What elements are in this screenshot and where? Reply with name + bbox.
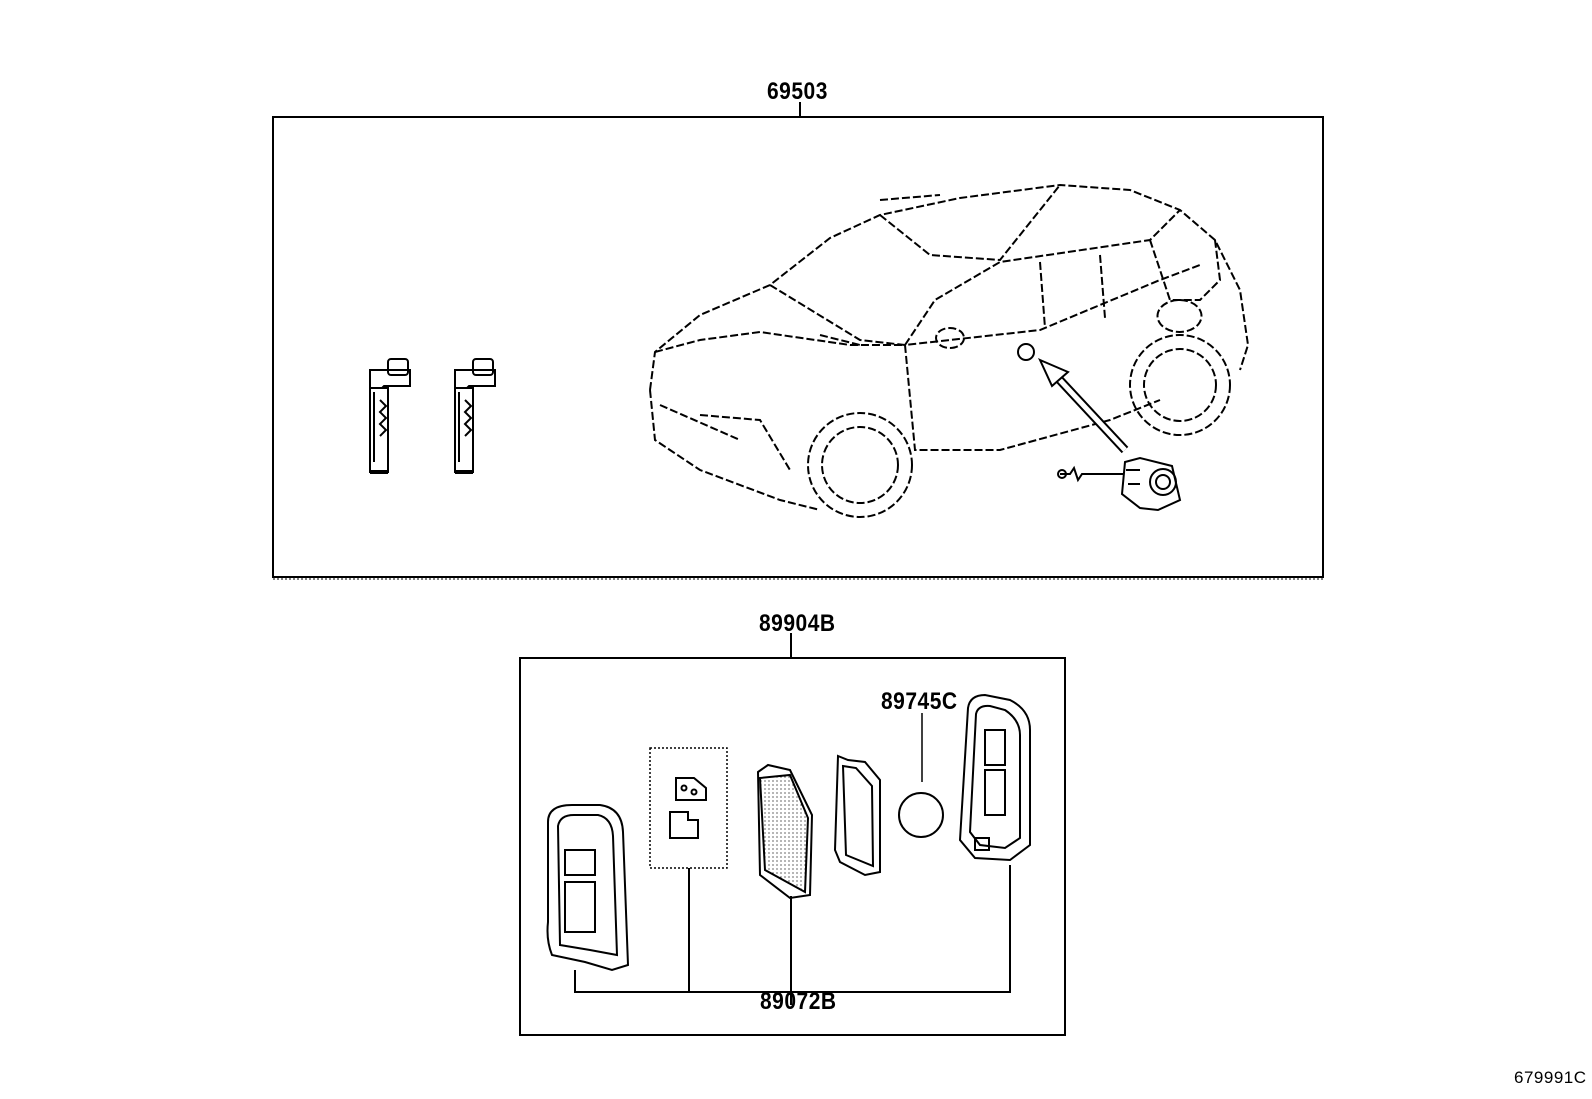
figure-code: 679991C (1514, 1068, 1587, 1087)
transmitter-set-frame (519, 657, 1066, 1036)
button-pad-set (649, 747, 728, 869)
mechanical-key-icon (454, 358, 496, 474)
key-assembly-group (272, 102, 1324, 580)
transmitter-set-group (519, 633, 1066, 1036)
leader-lines (574, 865, 1011, 1005)
battery-holder-icon (833, 754, 881, 877)
key-assembly-frame (272, 116, 1324, 578)
part-number-label[interactable]: 89904B (759, 610, 836, 637)
door-lock-cylinder-icon (1017, 343, 1035, 361)
button-pad-icon (669, 777, 707, 839)
coin-battery-icon (898, 792, 944, 838)
vehicle-outline-icon (649, 183, 1250, 518)
part-number-label[interactable]: 89745C (881, 688, 958, 715)
part-number-label[interactable]: 89072B (760, 988, 837, 1015)
circuit-board-icon (756, 763, 814, 900)
transmitter-cover-icon (546, 804, 630, 972)
part-number-label[interactable]: 69503 (767, 78, 828, 105)
mechanical-key-icon (369, 358, 411, 474)
transmitter-housing-icon (958, 693, 1031, 862)
lock-cylinder-icon (1057, 456, 1182, 512)
arrow-icon (1038, 358, 1129, 454)
